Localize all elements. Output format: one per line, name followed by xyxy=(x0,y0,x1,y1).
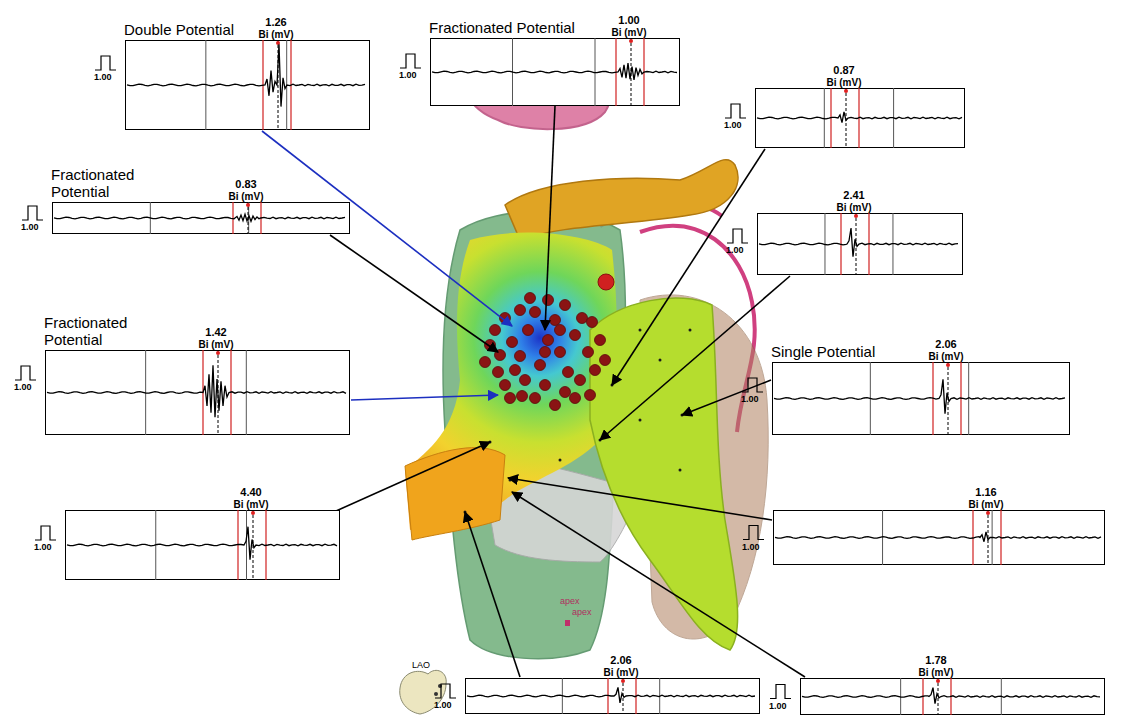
scale-value: 1.00 xyxy=(724,121,742,131)
egm-trace xyxy=(45,350,350,435)
unit-label: Bi (mV) xyxy=(837,202,872,213)
egm-signal xyxy=(432,63,677,80)
scale-value: 1.00 xyxy=(21,223,39,233)
unit-label: Bi (mV) xyxy=(259,29,294,40)
amplitude-value: 0.87 xyxy=(833,64,854,76)
amplitude-value: 4.40 xyxy=(240,486,261,498)
egm-trace xyxy=(755,88,965,148)
egm-trace xyxy=(772,362,1070,435)
egm-box: 4.40Bi (mV)1.00 xyxy=(65,510,340,580)
potential-title: Single Potential xyxy=(771,344,875,361)
annotation-dot xyxy=(946,363,950,367)
scale-value: 1.00 xyxy=(434,701,452,711)
amplitude-value: 2.06 xyxy=(935,338,956,350)
scale-pulse xyxy=(35,526,56,540)
potential-title: Double Potential xyxy=(124,22,234,39)
scale-pulse xyxy=(770,684,791,698)
annotation-dot xyxy=(936,679,940,683)
egm-box: 0.87Bi (mV)1.00 xyxy=(755,88,965,148)
egm-box: Single Potential2.06Bi (mV)1.00 xyxy=(772,362,1070,435)
egm-signal xyxy=(757,111,962,122)
scale-pulse xyxy=(400,54,421,68)
amplitude-value: 2.41 xyxy=(843,189,864,201)
potential-title: Fractionated Potential xyxy=(429,20,575,37)
scale-pulse xyxy=(725,104,746,118)
egm-trace xyxy=(52,202,350,234)
unit-label: Bi (mV) xyxy=(612,27,647,38)
amplitude-value: 2.06 xyxy=(610,654,631,666)
amplitude-value: 1.00 xyxy=(618,14,639,26)
amplitude-value: 1.78 xyxy=(925,654,946,666)
annotation-dot xyxy=(216,351,220,355)
annotation-dot xyxy=(246,203,250,207)
scale-pulse xyxy=(15,366,36,380)
egm-signal xyxy=(802,687,1100,703)
potential-title: Fractionated Potential xyxy=(51,167,176,200)
egm-box: Fractionated Potential1.00Bi (mV)1.00 xyxy=(430,38,680,106)
egm-trace xyxy=(125,40,370,130)
scale-value: 1.00 xyxy=(769,702,787,712)
egm-box: 1.16Bi (mV)1.00 xyxy=(773,510,1105,565)
annotation-dot xyxy=(251,511,255,515)
unit-label: Bi (mV) xyxy=(969,499,1004,510)
egm-signal xyxy=(467,687,755,703)
annotation-dot xyxy=(986,511,990,515)
egm-signal xyxy=(759,228,958,257)
scale-value: 1.00 xyxy=(399,71,417,81)
scale-value: 1.00 xyxy=(741,395,759,405)
scale-pulse xyxy=(742,378,763,392)
anatomy-label: apex xyxy=(560,596,580,606)
egm-signal xyxy=(47,365,346,417)
scale-pulse xyxy=(435,684,456,698)
egm-trace xyxy=(465,678,760,714)
scale-value: 1.00 xyxy=(34,543,52,553)
unit-label: Bi (mV) xyxy=(929,351,964,362)
egm-box: 2.06Bi (mV)1.00 xyxy=(465,678,760,714)
egm-signal xyxy=(67,526,337,559)
scale-value: 1.00 xyxy=(742,543,760,553)
annotation-dot xyxy=(621,679,625,683)
egm-trace xyxy=(430,38,680,106)
egm-trace xyxy=(773,510,1105,565)
egm-box: 2.41Bi (mV)1.00 xyxy=(757,213,963,275)
egm-trace xyxy=(65,510,340,580)
unit-label: Bi (mV) xyxy=(229,191,264,202)
anatomy-label: apex xyxy=(572,607,592,617)
scale-pulse xyxy=(95,56,116,70)
egm-box: Double Potential1.26Bi (mV)1.00 xyxy=(125,40,370,130)
scale-pulse xyxy=(22,206,43,220)
unit-label: Bi (mV) xyxy=(199,339,234,350)
potential-title: Fractionated Potential xyxy=(44,315,169,348)
unit-label: Bi (mV) xyxy=(919,667,954,678)
unit-label: Bi (mV) xyxy=(234,499,269,510)
egm-box: Fractionated Potential0.83Bi (mV)1.00 xyxy=(52,202,350,234)
egm-box: 1.78Bi (mV)1.00 xyxy=(800,678,1105,715)
annotation-dot xyxy=(629,39,633,43)
annotation-dot xyxy=(844,89,848,93)
egm-signal xyxy=(775,531,1101,541)
grid-line xyxy=(246,510,247,580)
egm-signal xyxy=(127,44,365,106)
view-label: LAO xyxy=(412,660,430,670)
amplitude-value: 1.42 xyxy=(205,326,226,338)
annotation-dot xyxy=(854,214,858,218)
unit-label: Bi (mV) xyxy=(827,77,862,88)
egm-trace xyxy=(757,213,963,275)
egm-box: Fractionated Potential1.42Bi (mV)1.00 xyxy=(45,350,350,435)
scale-pulse xyxy=(743,525,764,539)
scale-value: 1.00 xyxy=(14,383,32,393)
egm-signal xyxy=(774,379,1065,413)
amplitude-value: 1.16 xyxy=(975,486,996,498)
scale-pulse xyxy=(727,229,748,243)
scale-value: 1.00 xyxy=(726,246,744,256)
amplitude-value: 0.83 xyxy=(235,178,256,190)
amplitude-value: 1.26 xyxy=(265,16,286,28)
unit-label: Bi (mV) xyxy=(604,667,639,678)
egm-trace xyxy=(800,678,1105,715)
egm-signal xyxy=(54,214,345,221)
scale-value: 1.00 xyxy=(94,73,112,83)
